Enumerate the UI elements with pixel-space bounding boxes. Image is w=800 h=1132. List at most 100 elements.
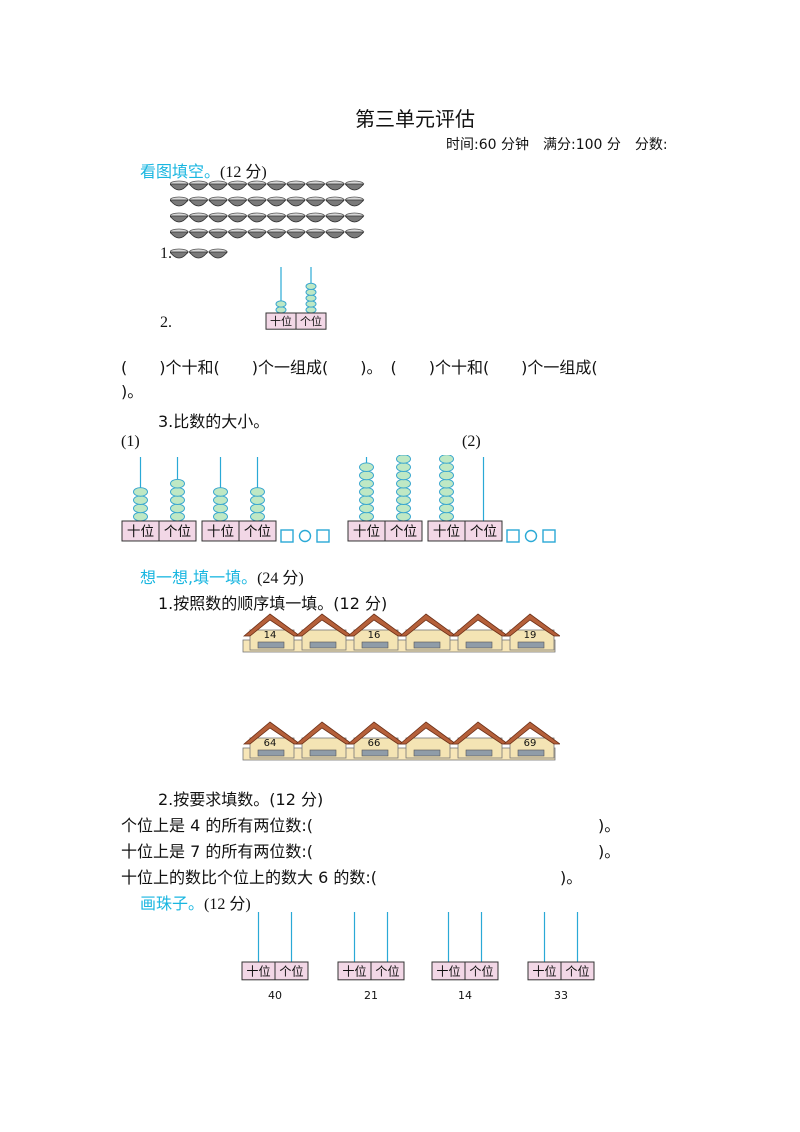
abacus-number-label: 21 [364,989,378,1002]
section-one-heading: 看图填空。(12 分) [140,158,267,182]
abacus-ones-label: 个位 [375,963,399,978]
abacus-bead-ones [396,495,411,506]
abacus-ones-label: 个位 [469,963,493,978]
house-roof [294,613,354,637]
house-window [309,749,337,757]
bowl-body [344,231,365,239]
abacus-bead-ones [396,503,411,514]
q1-part1-label: (1) [121,433,140,450]
q1-item1-label: 1. [160,245,172,262]
bowl-body [247,199,267,207]
abacus-number-label: 14 [458,989,472,1002]
abacus-bead-ones [396,470,411,481]
abacus-ones-label: 个位 [390,524,417,540]
abacus-bead-ones [170,511,185,522]
abacus-bead-ones [305,294,317,302]
draw-beads-abaci: 十位个位40十位个位21十位个位14十位个位33 [241,912,595,1002]
abacus-bead-tens [439,511,454,522]
abacus-ones-label: 个位 [164,524,191,540]
abacus-ones-label: 个位 [244,524,271,540]
house-window [361,641,389,649]
compare-circle [298,529,312,543]
bowl-body [325,183,345,191]
bowl-body [325,231,345,239]
bowl-body [305,231,326,239]
house-roof [346,613,406,637]
abacus-bead-tens [213,511,228,522]
section-three-title: 画珠子。 [140,894,205,913]
bowl-body [344,199,365,207]
q1-item3-label: 3.比数的大小。 [158,412,270,431]
abacus-bead-ones [396,462,411,473]
abacus-bead-tens [439,495,454,506]
abacus-bead-ones [305,288,317,296]
houses-row-2: 64 66 69 [242,721,560,761]
compare-box [316,529,330,543]
bowl-body [208,183,228,191]
abacus-bead-ones [170,503,185,514]
q2-line3: 十位上的数比个位上的数大 6 的数:( [121,868,377,887]
abacus-tens-label: 十位 [433,524,460,540]
house-window [517,749,545,757]
abacus-bead-ones [170,495,185,506]
house-window [361,749,389,757]
abacus-bead-tens [133,511,148,522]
abacus-bead-tens [133,487,148,497]
house-window [413,749,441,757]
compare-box [506,529,520,543]
house-roof [242,613,302,637]
bowl-body [188,199,209,207]
abacus-bead-ones [396,487,411,497]
q1-fill-line-end: )。 [121,382,144,401]
abacus-bead-ones [250,503,265,514]
section-three-heading: 画珠子。(12 分) [140,890,251,914]
bowl-body [227,215,248,223]
section-three-points: (12 分) [204,896,251,913]
abacus-ones-label: 个位 [279,963,303,978]
house-number: 66 [368,738,381,749]
abacus-tens-label: 十位 [246,963,270,978]
abacus-bead-ones [396,455,411,464]
abacus-ones-label: 个位 [565,963,589,978]
abacus-number-label: 40 [268,989,282,1002]
q2-line3-close: )。 [560,868,583,887]
abacus-bead-tens [213,503,228,514]
abacus-bead-tens [359,470,374,481]
house-roof [450,721,510,745]
q2-item2-label: 2.按要求填数。(12 分) [158,790,324,809]
house-number: 69 [524,738,537,749]
bowl-body [286,215,306,223]
bowl-body [227,199,248,207]
q2-line1: 个位上是 4 的所有两位数:( [121,816,313,835]
house-number: 64 [264,738,277,749]
house-window [413,641,441,649]
bowl-body [188,231,209,239]
abacus-bead-tens [359,462,374,473]
abacus-bead-ones [170,478,185,489]
abacus-bead-tens [439,487,454,497]
bowl-body [247,183,267,191]
house-roof [502,721,560,745]
bowl-body [305,215,326,223]
exam-meta: 时间:60 分钟 满分:100 分 分数: [446,137,668,153]
section-two-title: 想一想,填一填。 [140,568,258,587]
abacus-bead-tens [359,503,374,514]
abacus-tens-label: 十位 [127,524,154,540]
abacus-bead-ones [396,478,411,489]
bowl-body [305,183,326,191]
abacus-bead-tens [275,300,287,308]
q1-part2-label: (2) [462,433,481,450]
bowl-body [286,199,306,207]
bowl-body [208,251,228,259]
bowl-body [266,231,287,239]
compare-box [280,529,294,543]
abacus-bead-tens [359,487,374,497]
abacus-tens-label: 十位 [342,963,366,978]
bowl-body [247,215,267,223]
bowl-body [188,251,209,259]
bowl-body [170,183,189,191]
house-window [257,641,285,649]
abacus-bead-tens [439,462,454,473]
bowl-body [208,215,228,223]
